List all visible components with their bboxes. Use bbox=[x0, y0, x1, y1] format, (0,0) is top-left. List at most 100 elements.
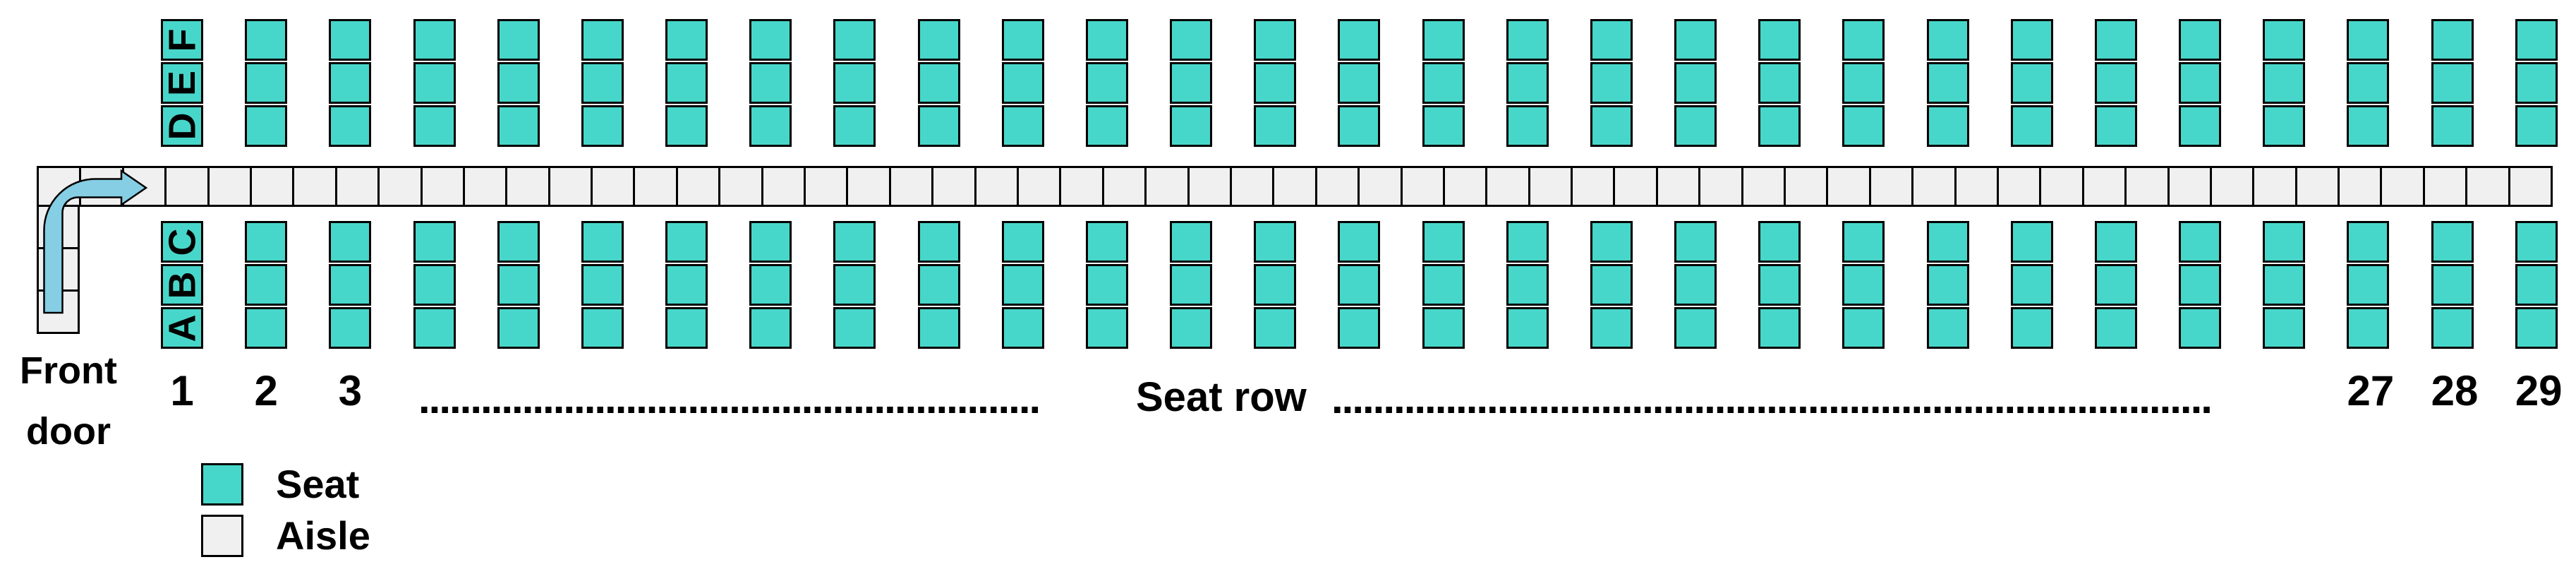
seat bbox=[329, 19, 372, 61]
seat-b1: B bbox=[161, 264, 203, 306]
lower-seats-column-2 bbox=[245, 221, 288, 349]
seat bbox=[1085, 264, 1128, 306]
lower-seats-column-14 bbox=[1254, 221, 1297, 349]
lower-seats-column-12 bbox=[1085, 221, 1128, 349]
seat bbox=[245, 105, 288, 147]
seat bbox=[1422, 307, 1465, 349]
seat bbox=[1338, 105, 1381, 147]
aisle-cell bbox=[462, 166, 508, 207]
aisle-cell bbox=[633, 166, 678, 207]
upper-seats-column-14 bbox=[1254, 19, 1297, 147]
seat bbox=[2094, 221, 2137, 263]
seat bbox=[665, 62, 708, 104]
front-door-label: Front door bbox=[20, 349, 117, 453]
seat bbox=[2094, 62, 2137, 104]
seat bbox=[2094, 264, 2137, 306]
seat bbox=[2431, 307, 2474, 349]
seat bbox=[329, 307, 372, 349]
seat bbox=[497, 105, 540, 147]
aisle-cell bbox=[2508, 166, 2553, 207]
aisle-cell bbox=[2338, 166, 2383, 207]
seat bbox=[1758, 19, 1801, 61]
seat bbox=[2515, 221, 2558, 263]
aisle-cell bbox=[846, 166, 891, 207]
seat bbox=[1085, 221, 1128, 263]
seat bbox=[1085, 105, 1128, 147]
seat bbox=[1338, 264, 1381, 306]
seat bbox=[1674, 221, 1717, 263]
row-number-spacer bbox=[1086, 369, 1128, 413]
seat bbox=[917, 307, 960, 349]
aisle-cell bbox=[505, 166, 550, 207]
lower-seats-column-6 bbox=[581, 221, 624, 349]
row-number-2: 2 bbox=[254, 367, 278, 414]
seat bbox=[1674, 105, 1717, 147]
seat bbox=[1842, 221, 1885, 263]
seat bbox=[497, 307, 540, 349]
seat bbox=[1590, 105, 1633, 147]
seat bbox=[2347, 62, 2390, 104]
aisle-cell bbox=[1613, 166, 1658, 207]
seat bbox=[581, 264, 624, 306]
seat bbox=[245, 307, 288, 349]
aisle-cell bbox=[2380, 166, 2425, 207]
aisle-cell bbox=[931, 166, 976, 207]
lower-seats-column-13 bbox=[1170, 221, 1213, 349]
upper-seats-column-8 bbox=[749, 19, 792, 147]
lower-seats-column-28 bbox=[2431, 221, 2474, 349]
seat bbox=[2431, 19, 2474, 61]
upper-seats-column-28 bbox=[2431, 19, 2474, 147]
seat bbox=[1506, 221, 1549, 263]
row-dots-left: ........................................… bbox=[418, 376, 1041, 421]
upper-seats-column-23 bbox=[2010, 19, 2053, 147]
seat bbox=[413, 62, 456, 104]
seat bbox=[1842, 105, 1885, 147]
seat bbox=[2010, 19, 2053, 61]
seat bbox=[497, 264, 540, 306]
lower-seats-column-25 bbox=[2179, 221, 2222, 349]
seat bbox=[245, 62, 288, 104]
seat bbox=[1758, 307, 1801, 349]
seat bbox=[1842, 264, 1885, 306]
upper-seats-column-17 bbox=[1506, 19, 1549, 147]
aisle-cell bbox=[888, 166, 934, 207]
upper-seats-column-20 bbox=[1758, 19, 1801, 147]
seat bbox=[2347, 221, 2390, 263]
seat bbox=[1674, 19, 1717, 61]
aisle-cell bbox=[718, 166, 763, 207]
upper-seats-column-11 bbox=[1001, 19, 1044, 147]
lower-seats-column-26 bbox=[2263, 221, 2306, 349]
seat bbox=[2515, 307, 2558, 349]
seat bbox=[1170, 62, 1213, 104]
aisle-cell bbox=[377, 166, 423, 207]
seat bbox=[2094, 19, 2137, 61]
boarding-direction-arrow bbox=[43, 169, 148, 314]
seat bbox=[1590, 221, 1633, 263]
lower-seats-column-7 bbox=[665, 221, 708, 349]
lower-seats-column-10 bbox=[917, 221, 960, 349]
upper-seats-column-2 bbox=[245, 19, 288, 147]
upper-seats-column-22 bbox=[1926, 19, 1969, 147]
seat bbox=[1170, 307, 1213, 349]
legend-seat-swatch bbox=[201, 463, 243, 506]
seat bbox=[413, 105, 456, 147]
seat bbox=[2347, 264, 2390, 306]
aisle-cell bbox=[334, 166, 380, 207]
seat bbox=[665, 105, 708, 147]
seat bbox=[1926, 307, 1969, 349]
seat bbox=[245, 221, 288, 263]
seat-f1: F bbox=[161, 19, 203, 61]
aisle-cell bbox=[1101, 166, 1147, 207]
row-number-3: 3 bbox=[338, 367, 363, 414]
upper-seats-column-15 bbox=[1338, 19, 1381, 147]
aisle-cell bbox=[1571, 166, 1616, 207]
seat bbox=[413, 307, 456, 349]
seat bbox=[1506, 19, 1549, 61]
seat bbox=[2515, 62, 2558, 104]
lower-seats-column-20 bbox=[1758, 221, 1801, 349]
seat bbox=[917, 62, 960, 104]
lower-seats-column-4 bbox=[413, 221, 456, 349]
